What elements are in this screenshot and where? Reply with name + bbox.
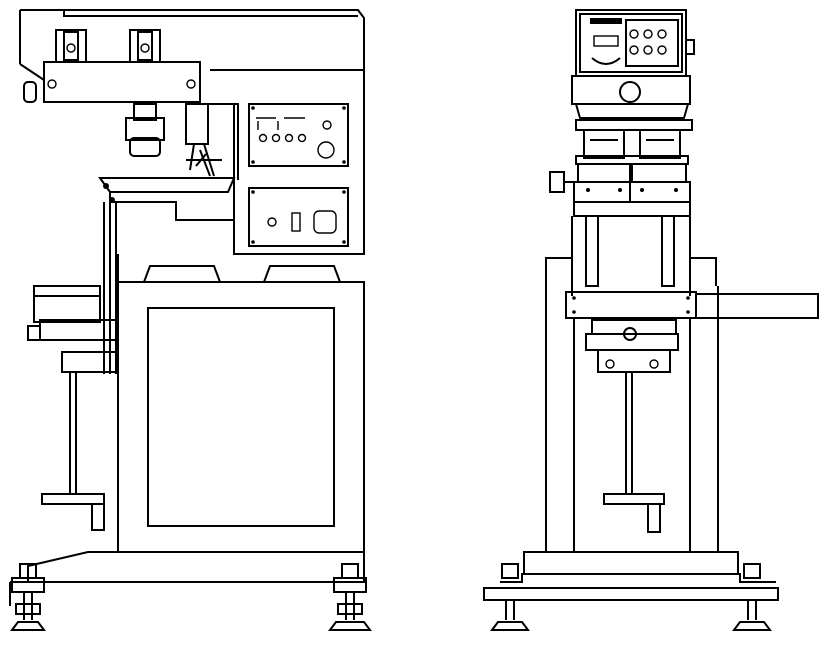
front-head-housing bbox=[571, 75, 693, 131]
front-stand bbox=[545, 286, 719, 552]
side-cabinet-top bbox=[117, 254, 364, 283]
side-foot-right bbox=[328, 563, 372, 631]
front-work-table bbox=[585, 319, 679, 533]
side-lower-cabinet bbox=[117, 281, 365, 553]
side-foot-left bbox=[10, 563, 46, 631]
side-work-table bbox=[27, 285, 119, 531]
front-foot-right bbox=[732, 563, 772, 631]
front-pad-assembly bbox=[575, 129, 689, 165]
side-control-panel-upper bbox=[248, 103, 349, 167]
side-pad-head bbox=[125, 103, 222, 177]
side-base bbox=[9, 551, 365, 606]
front-control-box bbox=[575, 9, 695, 77]
front-ink-tray bbox=[565, 291, 819, 319]
front-column bbox=[545, 216, 717, 296]
front-view bbox=[483, 9, 819, 631]
front-base bbox=[483, 551, 779, 601]
side-ink-shuttle bbox=[98, 177, 236, 221]
side-rods bbox=[103, 202, 117, 374]
side-control-panel-lower bbox=[248, 187, 349, 247]
front-carriage bbox=[549, 163, 691, 217]
side-upper-cabinet bbox=[199, 70, 365, 255]
side-upper-head bbox=[19, 9, 365, 103]
side-view bbox=[9, 9, 372, 631]
front-foot-left bbox=[490, 563, 530, 631]
